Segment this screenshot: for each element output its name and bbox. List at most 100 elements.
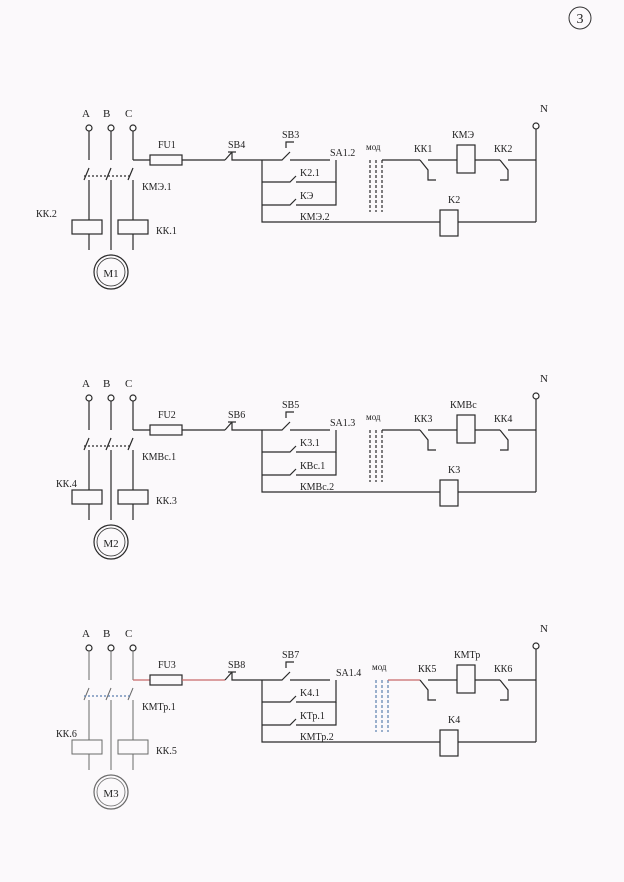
branch2-label: КЭ	[300, 191, 314, 202]
main-coil-symbol	[456, 414, 476, 444]
phase-a-terminal	[85, 124, 93, 132]
phase-b-terminal	[107, 394, 115, 402]
aux-coil-symbol	[439, 479, 459, 507]
start-button-label: SB3	[282, 130, 299, 141]
selector-label: SA1.4	[336, 668, 361, 679]
circuit-1: A B C КМЭ.1 КК.2 КК.1 M1	[36, 103, 548, 290]
branch1-label: K2.1	[300, 168, 320, 179]
mode-label: мод	[366, 412, 381, 422]
neutral-terminal	[532, 642, 540, 650]
fuse-symbol	[149, 424, 183, 436]
main-coil-symbol	[456, 144, 476, 174]
relay-contact-left-label: КК3	[414, 414, 432, 425]
overload-heater-left	[71, 739, 103, 755]
branch3-label: КМВс.2	[300, 482, 334, 493]
overload-left-label: КК.6	[56, 729, 77, 740]
neutral-terminal	[532, 122, 540, 130]
branch1-label: K4.1	[300, 688, 320, 699]
phase-c-label: C	[125, 378, 132, 390]
overload-heater-left	[71, 489, 103, 505]
stop-button-label: SB4	[228, 140, 245, 151]
power-section: A B C КМВс.1 КК.4 КК.3 M2	[56, 378, 177, 560]
relay-contact-right-label: КК2	[494, 144, 512, 155]
main-contact-label: КМТр.1	[142, 702, 176, 713]
phase-c-label: C	[125, 108, 132, 120]
phase-c-terminal	[129, 124, 137, 132]
fuse-symbol	[149, 154, 183, 166]
relay-contact-left-label: КК1	[414, 144, 432, 155]
main-contact-label: КМЭ.1	[142, 182, 172, 193]
overload-left-label: КК.4	[56, 479, 77, 490]
phase-b-terminal	[107, 124, 115, 132]
neutral-label: N	[540, 623, 548, 635]
neutral-terminal	[532, 392, 540, 400]
aux-coil-label: K3	[448, 465, 460, 476]
overload-heater-right	[117, 739, 149, 755]
mode-label: мод	[372, 662, 387, 672]
motor-label: M2	[103, 538, 118, 550]
phase-c-label: C	[125, 628, 132, 640]
fuse-label: FU1	[158, 140, 176, 151]
control-section: FU3 SB8 SB7 SA1.4 мод K4.1 КТр.1 КМТр.2 …	[133, 623, 548, 757]
phase-a-label: A	[82, 108, 90, 120]
start-button-label: SB5	[282, 400, 299, 411]
main-coil-symbol	[456, 664, 476, 694]
aux-coil-label: K2	[448, 195, 460, 206]
neutral-label: N	[540, 373, 548, 385]
relay-contact-right-label: КК6	[494, 664, 512, 675]
phase-c-terminal	[129, 394, 137, 402]
motor-symbol	[93, 254, 129, 290]
aux-coil-label: K4	[448, 715, 460, 726]
fuse-label: FU3	[158, 660, 176, 671]
main-coil-label: КМВс	[450, 400, 477, 411]
page-number: 3	[568, 6, 592, 30]
overload-left-label: КК.2	[36, 209, 57, 220]
phase-c-terminal	[129, 644, 137, 652]
overload-right-label: КК.5	[156, 746, 177, 757]
branch2-label: КВс.1	[300, 461, 325, 472]
phase-a-terminal	[85, 644, 93, 652]
fuse-symbol	[149, 674, 183, 686]
phase-a-terminal	[85, 394, 93, 402]
fuse-label: FU2	[158, 410, 176, 421]
phase-a-label: A	[82, 378, 90, 390]
motor-label: M3	[103, 788, 119, 800]
overload-right-label: КК.3	[156, 496, 177, 507]
mode-label: мод	[366, 142, 381, 152]
overload-right-label: КК.1	[156, 226, 177, 237]
phase-b-terminal	[107, 644, 115, 652]
aux-coil-symbol	[439, 729, 459, 757]
motor-symbol	[93, 524, 129, 560]
neutral-label: N	[540, 103, 548, 115]
motor-symbol	[93, 774, 129, 810]
phase-a-label: A	[82, 628, 90, 640]
phase-b-label: B	[103, 378, 110, 390]
circuit-2: A B C КМВс.1 КК.4 КК.3 M2 FU2	[56, 373, 548, 560]
selector-label: SA1.3	[330, 418, 355, 429]
relay-contact-right-label: КК4	[494, 414, 512, 425]
main-coil-label: КМЭ	[452, 130, 475, 141]
relay-contact-left-label: КК5	[418, 664, 436, 675]
power-section: A B C КМТр.1 КК.6 КК.5 M3	[56, 628, 177, 810]
branch1-label: K3.1	[300, 438, 320, 449]
stop-button-label: SB8	[228, 660, 245, 671]
branch3-label: КМЭ.2	[300, 212, 330, 223]
main-coil-label: КМТр	[454, 650, 480, 661]
overload-heater-left	[71, 219, 103, 235]
overload-heater-right	[117, 489, 149, 505]
aux-coil-symbol	[439, 209, 459, 237]
control-section: FU2 SB6 SB5 SA1.3 мод K3.1 КВс.1 КМВс.2 …	[133, 373, 548, 507]
stop-button-label: SB6	[228, 410, 245, 421]
phase-b-label: B	[103, 628, 110, 640]
start-button-label: SB7	[282, 650, 299, 661]
phase-b-label: B	[103, 108, 110, 120]
circuit-3: A B C КМТр.1 КК.6 КК.5 M3 FU3	[56, 623, 548, 810]
control-section: FU1 SB4 SB3 SA1.2 мод K2.1 КЭ КМЭ.2 КК1	[133, 103, 548, 237]
power-section: A B C КМЭ.1 КК.2 КК.1 M1	[36, 108, 177, 290]
motor-label: M1	[103, 268, 118, 280]
main-contact-label: КМВс.1	[142, 452, 176, 463]
overload-heater-right	[117, 219, 149, 235]
page-number-text: 3	[577, 12, 584, 27]
branch3-label: КМТр.2	[300, 732, 334, 743]
